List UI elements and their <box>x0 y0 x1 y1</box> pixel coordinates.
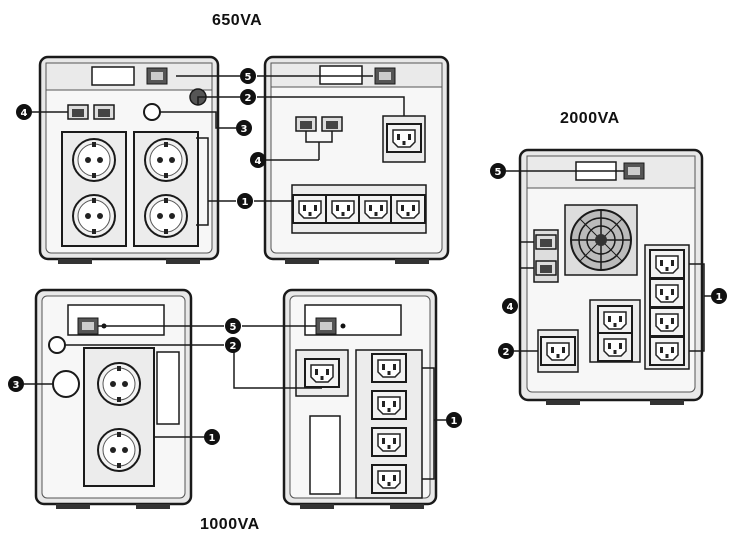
callout-4-650va: 4 <box>21 108 28 119</box>
callout-5-1000va: 5 <box>230 322 237 333</box>
callout-1-2000va: 1 <box>716 292 723 303</box>
callout-5-650va: 5 <box>245 72 252 83</box>
callout-2-650va: 2 <box>245 93 252 104</box>
callout-4b-650va: 4 <box>255 156 262 167</box>
callouts-650va <box>32 75 405 226</box>
title-650va: 650VA <box>212 12 263 29</box>
title-2000va: 2000VA <box>560 110 620 127</box>
callout-2-1000va: 2 <box>230 341 237 352</box>
callout-5-2000va: 5 <box>495 167 502 178</box>
callout-1b-1000va: 1 <box>451 416 458 427</box>
ups-650va-schuko <box>38 55 220 264</box>
ups-1000va-schuko <box>34 288 193 509</box>
callout-4-2000va: 4 <box>507 302 514 313</box>
callout-3-1000va: 3 <box>13 380 20 391</box>
callout-2-2000va: 2 <box>503 347 510 358</box>
ups-650va-iec <box>263 55 450 264</box>
ups-1000va-iec <box>282 288 438 509</box>
callouts-2000va <box>506 170 712 352</box>
ups-2000va <box>518 148 704 405</box>
callout-3-650va: 3 <box>241 124 248 135</box>
callout-1-650va: 1 <box>242 197 249 208</box>
callout-1-1000va: 1 <box>209 433 216 444</box>
title-1000va: 1000VA <box>200 516 260 533</box>
callouts-1000va <box>24 325 446 480</box>
